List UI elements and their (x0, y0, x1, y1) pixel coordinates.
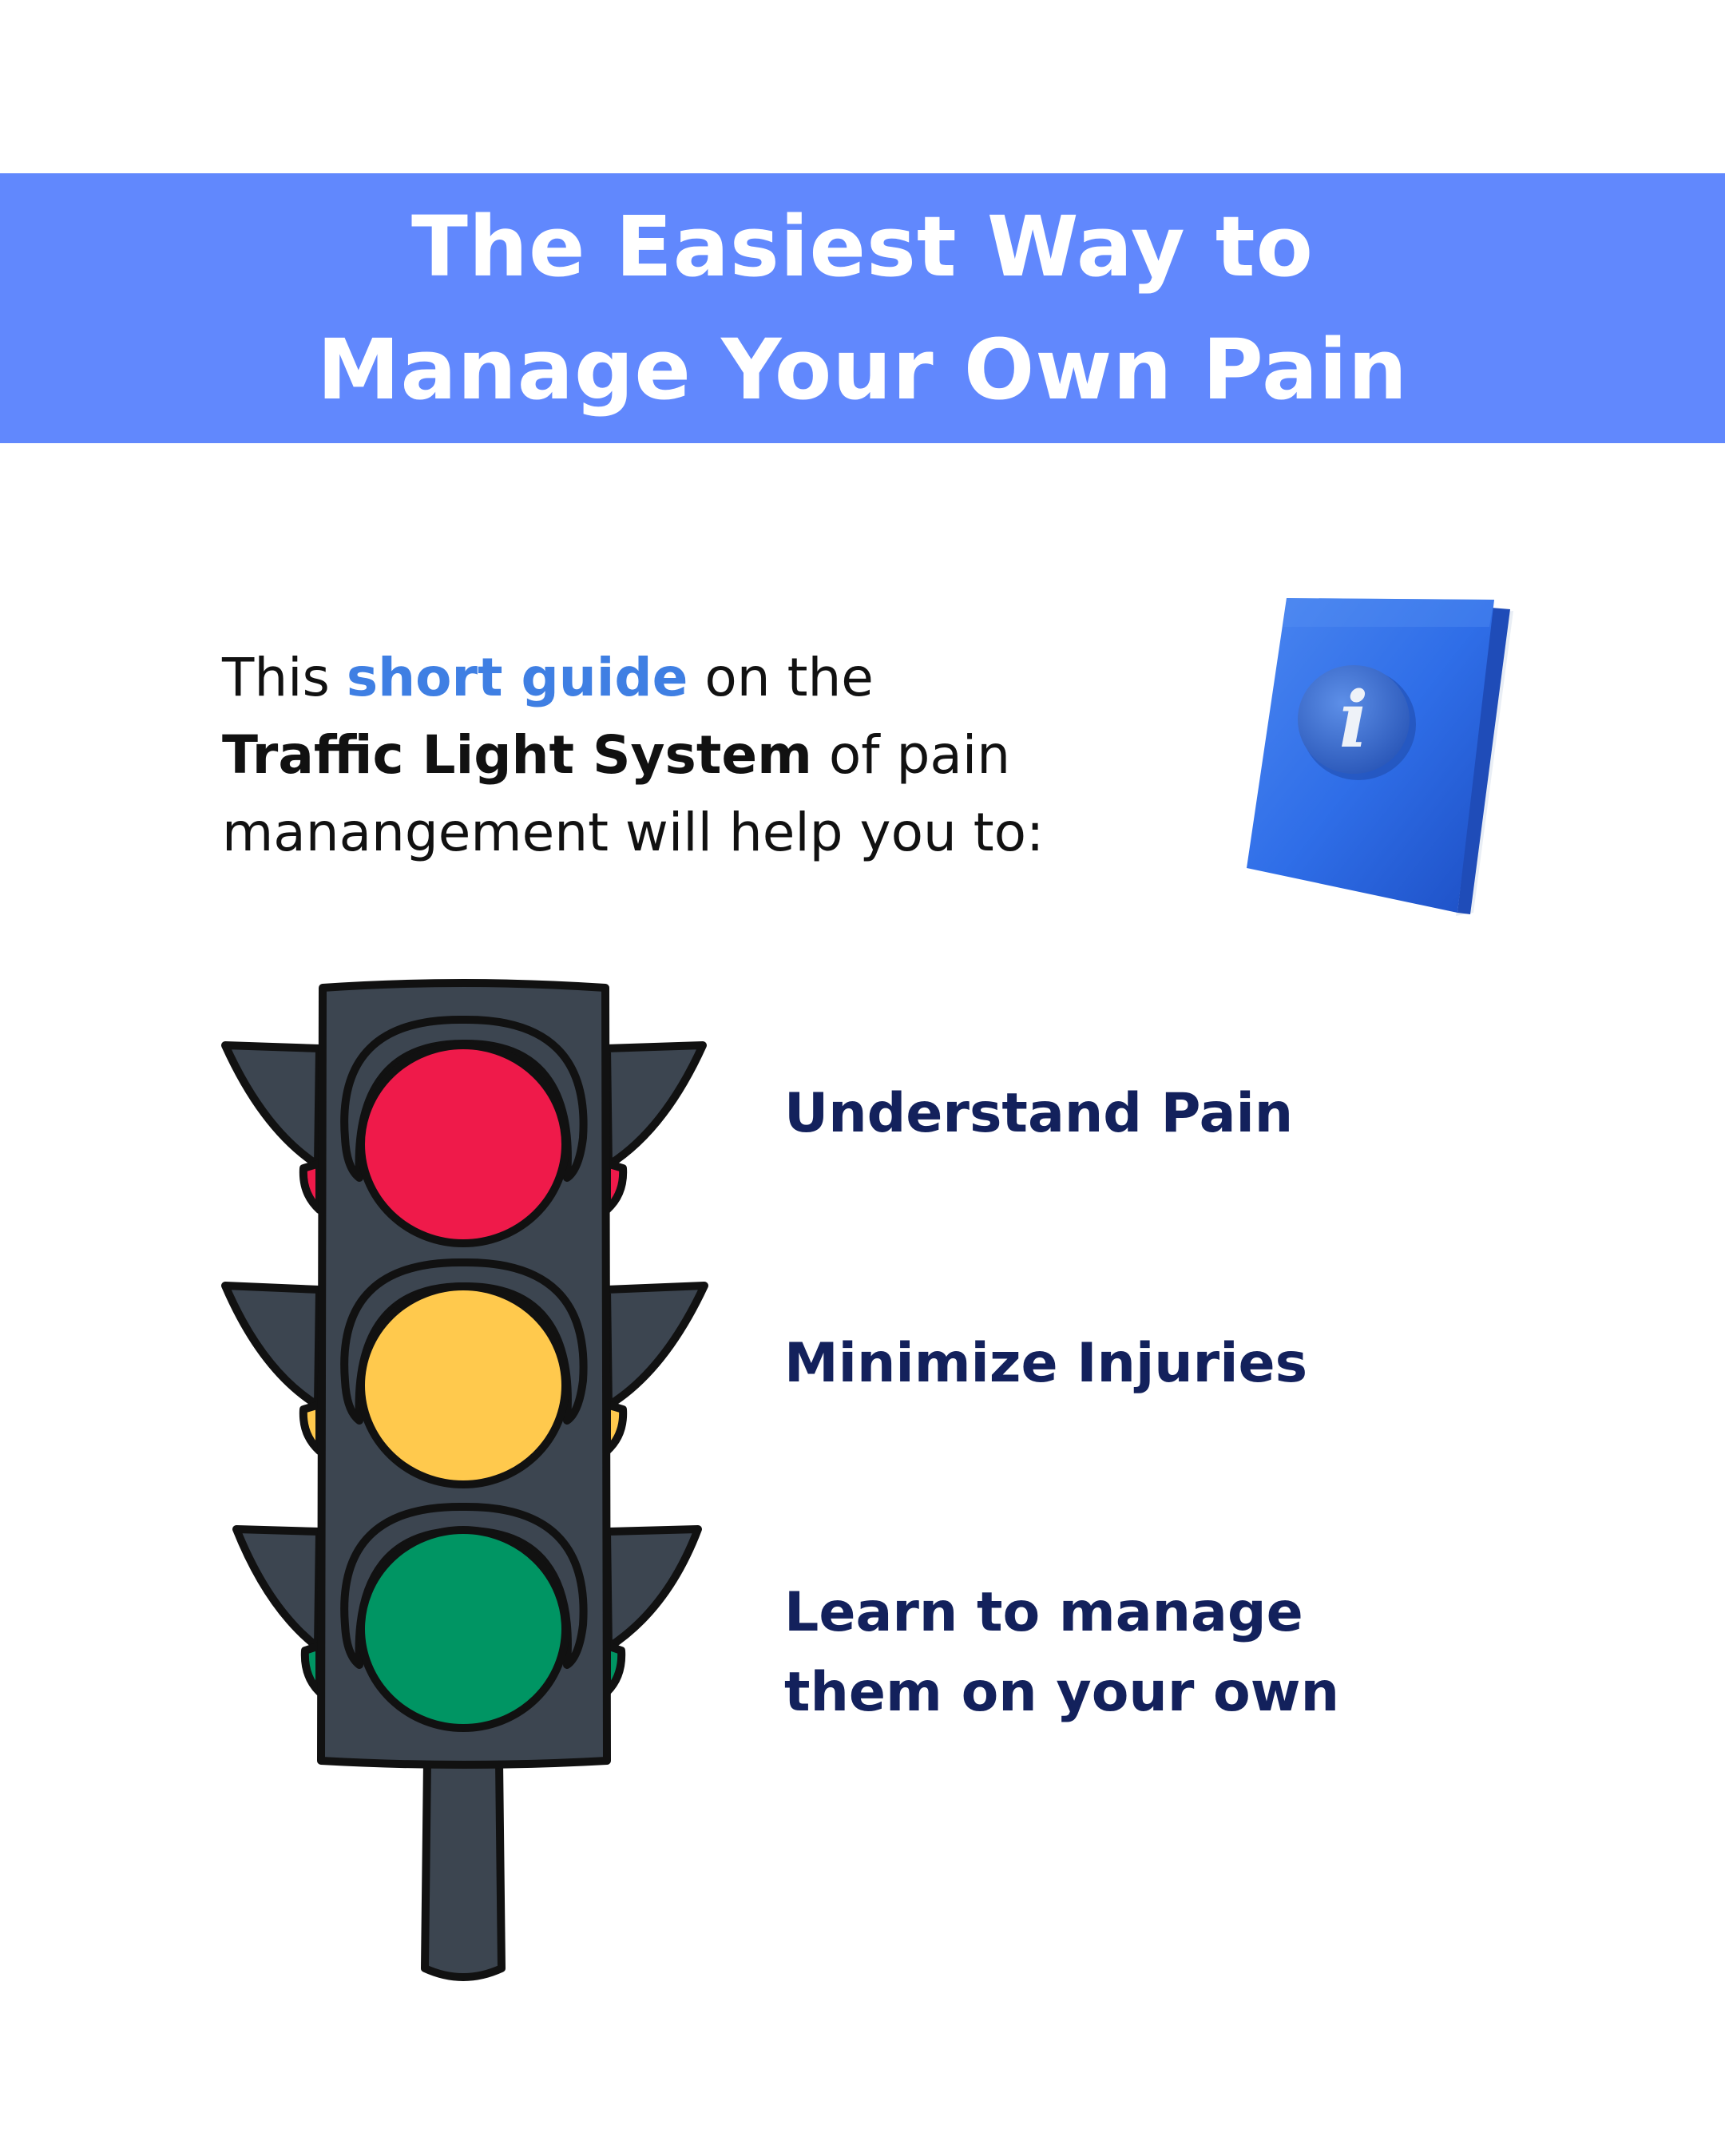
traffic-light-icon (221, 979, 708, 1981)
right-visor-middle (603, 1282, 708, 1409)
info-book-icon: i (1247, 598, 1513, 916)
green-light (357, 1526, 569, 1732)
left-visor-middle (221, 1282, 323, 1409)
left-visor-top (221, 1041, 323, 1169)
book-cover-shine (1283, 598, 1494, 627)
title-line-2: Manage Your Own Pain (317, 321, 1408, 418)
intro-paragraph: This short guide on the Traffic Light Sy… (222, 639, 1220, 871)
traffic-light-system-bold: Traffic Light System (222, 724, 812, 786)
info-glyph: i (1339, 675, 1368, 765)
title-line-1: The Easiest Way to (410, 198, 1314, 295)
red-light (357, 1041, 569, 1247)
right-visor-bottom (603, 1525, 702, 1651)
benefit-line-1: Learn to manage (784, 1581, 1303, 1644)
intro-line-3: manangement will help you to: (222, 802, 1045, 863)
intro-text: on the (688, 647, 874, 708)
benefit-line-2: them on your own (784, 1661, 1339, 1724)
yellow-light (357, 1282, 569, 1488)
intro-line-2: Traffic Light System of pain (222, 716, 1220, 794)
left-yellow-tip (299, 1401, 323, 1455)
short-guide-highlight: short guide (346, 647, 688, 708)
title-banner: The Easiest Way to Manage Your Own Pain (0, 173, 1725, 443)
book-spine-edge (1457, 608, 1510, 914)
pole (421, 1757, 506, 1981)
right-visor-top (603, 1041, 707, 1169)
benefit-minimize-injuries: Minimize Injuries (784, 1332, 1308, 1395)
benefit-learn-to-manage: Learn to manage them on your own (784, 1573, 1339, 1733)
benefit-understand-pain: Understand Pain (784, 1082, 1294, 1145)
intro-line-1: This short guide on the (222, 639, 1220, 716)
left-visor-bottom (232, 1525, 323, 1651)
left-red-tip (299, 1159, 323, 1214)
intro-text: of pain (811, 724, 1011, 786)
info-badge (1298, 665, 1410, 774)
intro-text: This (222, 647, 347, 708)
